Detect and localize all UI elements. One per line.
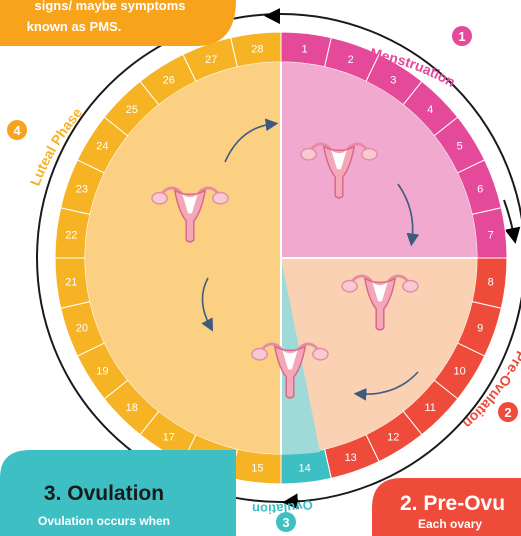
day-number: 21	[65, 277, 77, 289]
day-number: 19	[96, 365, 108, 377]
callout-pms-line1: signs/ maybe symptoms	[35, 0, 186, 13]
day-number: 22	[65, 229, 77, 241]
day-number: 6	[477, 183, 483, 195]
callout-pms: signs/ maybe symptoms known as PMS.	[0, 0, 236, 46]
svg-text:3: 3	[282, 515, 289, 530]
callout-preovulation: 2. Pre-Ovu Each ovary	[372, 478, 521, 536]
day-number: 7	[488, 229, 494, 241]
svg-text:4: 4	[13, 123, 21, 138]
day-number: 9	[477, 323, 483, 335]
day-number: 8	[488, 277, 494, 289]
day-number: 26	[163, 74, 175, 86]
callout-preovulation-title: 2. Pre-Ovu	[400, 492, 505, 515]
day-number: 24	[96, 141, 108, 153]
svg-text:2: 2	[504, 405, 511, 420]
day-number: 12	[387, 432, 399, 444]
callout-ovulation-title: 3. Ovulation	[44, 482, 164, 505]
callout-ovulation: 3. Ovulation Ovulation occurs when	[0, 450, 236, 536]
phase-badge-2: 2	[498, 402, 518, 422]
callout-pms-line2: known as PMS.	[27, 19, 122, 34]
phase-badge-4: 4	[7, 120, 27, 140]
day-number: 27	[205, 54, 217, 66]
day-number: 1	[302, 43, 308, 55]
day-number: 3	[390, 74, 396, 86]
day-number: 10	[454, 365, 466, 377]
phase-wedges	[85, 62, 477, 454]
day-number: 14	[298, 463, 310, 475]
day-number: 28	[251, 43, 263, 55]
day-number: 11	[424, 402, 435, 414]
day-number: 20	[76, 323, 88, 335]
day-number: 13	[345, 452, 357, 464]
callout-preovulation-text: Each ovary	[418, 517, 482, 531]
day-number: 25	[126, 104, 138, 116]
svg-text:1: 1	[458, 29, 465, 44]
phase-badge-1: 1	[452, 26, 472, 46]
day-number: 2	[348, 54, 354, 66]
day-number: 15	[251, 463, 263, 475]
phase-badge-3: 3	[276, 512, 296, 532]
day-number: 5	[457, 141, 463, 153]
day-number: 23	[76, 183, 88, 195]
day-number: 18	[126, 402, 138, 414]
day-number: 4	[427, 104, 433, 116]
callout-ovulation-text: Ovulation occurs when	[38, 514, 170, 528]
day-number: 17	[163, 432, 175, 444]
